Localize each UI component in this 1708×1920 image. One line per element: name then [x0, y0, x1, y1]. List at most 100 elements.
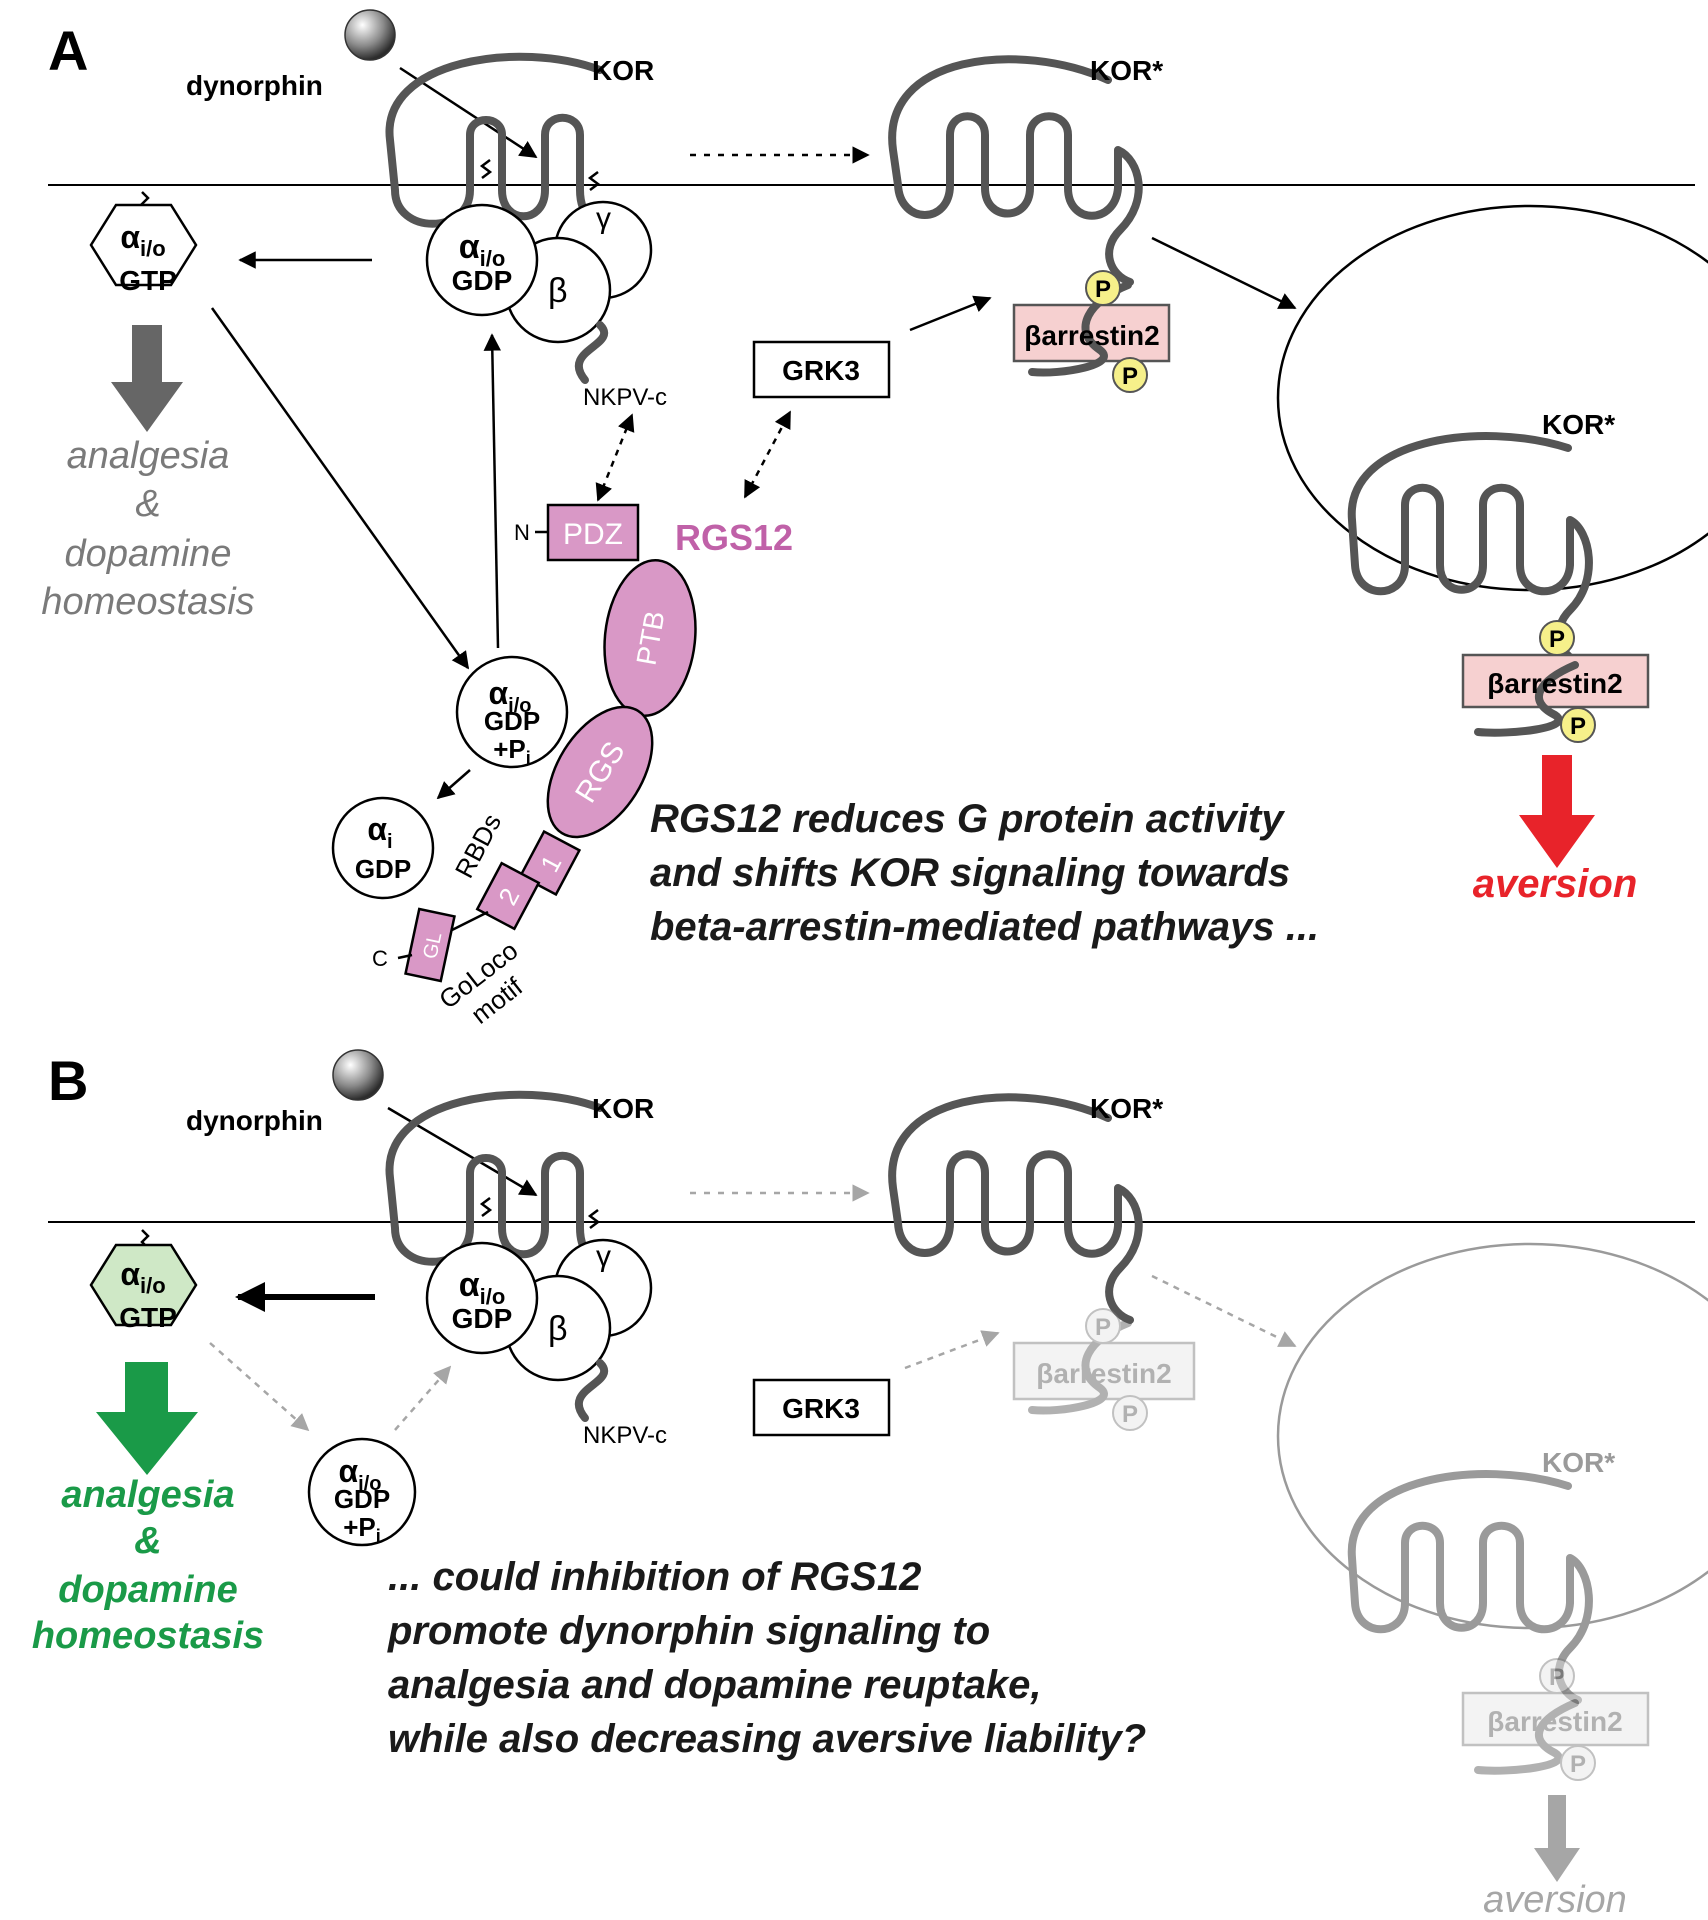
outcome-b-line2: & — [134, 1520, 161, 1562]
galpha-i-gdp-a — [331, 796, 435, 900]
beta-label-a: β — [548, 272, 568, 310]
barrestin-tail-endosome-b — [1474, 1699, 1579, 1775]
barrestin-label-endosome-a: βarrestin2 — [1487, 668, 1622, 699]
grk3-label-b: GRK3 — [782, 1393, 860, 1424]
phospho-1-b — [1085, 1308, 1121, 1344]
barrestin-complex-b: βarrestin2 P P — [1012, 1308, 1196, 1431]
rgs12-n-label: N — [514, 520, 530, 545]
panel-b: B dynorphin KOR γ β αi/o GDP NKPV-c αi/o… — [32, 1049, 1708, 1920]
rgs12-c-tether — [397, 953, 413, 960]
galpha-gtp-hexagon-b — [89, 1243, 198, 1327]
pi-release-arrow-a — [436, 769, 471, 800]
gdp-pi-alpha-a: αi/o — [488, 675, 531, 717]
phospho-3-label-a: P — [1549, 626, 1565, 653]
statement-a-line3: beta-arrestin-mediated pathways ... — [650, 905, 1319, 949]
gtp-hydrolysis-arrow-b — [209, 1342, 310, 1432]
phospho-2-b — [1112, 1395, 1148, 1431]
barrestin-box-endosome-b — [1461, 1691, 1650, 1747]
statement-a-line2: and shifts KOR signaling towards — [650, 851, 1290, 895]
phospho-2-label-b: P — [1122, 1401, 1138, 1428]
g-alpha-gdp-line2-a: GDP — [452, 265, 513, 296]
gamma-label-a: γ — [596, 202, 611, 235]
dynorphin-label-b: dynorphin — [186, 1105, 323, 1136]
question-b-line4: while also decreasing aversive liability… — [388, 1717, 1146, 1761]
barrestin-label-a: βarrestin2 — [1024, 320, 1159, 351]
barrestin-label-endosome-b: βarrestin2 — [1487, 1706, 1622, 1737]
barrestin-tail-b — [1028, 1319, 1132, 1415]
rgs12-gl-label: GL — [419, 930, 446, 961]
g-alpha-gdp-line2-b: GDP — [452, 1303, 513, 1334]
nkpv-tail-b — [574, 1359, 609, 1422]
galpha-gtp-line2-b: GTP — [119, 1302, 177, 1333]
phospho-4-label-a: P — [1570, 713, 1586, 740]
panel-a-letter: A — [48, 19, 88, 82]
outcome-arrow-b — [96, 1362, 198, 1475]
reassociation-arrow-a — [483, 333, 502, 649]
rgs12-pdz-label: PDZ — [563, 518, 623, 551]
aversion-label-a: aversion — [1473, 862, 1638, 906]
endosome-kor-receptor-a — [1347, 432, 1593, 666]
question-b-line3: analgesia and dopamine reuptake, — [388, 1663, 1042, 1707]
kor-active-label-b: KOR* — [1090, 1093, 1163, 1124]
dynorphin-ball-b — [332, 1049, 384, 1101]
outcome-b-line1: analgesia — [61, 1474, 234, 1516]
outcome-a-line4: homeostasis — [41, 581, 254, 623]
rgs12-goloco-domain — [404, 907, 456, 983]
kor-active-receptor-b — [888, 1093, 1143, 1324]
gdp-pi-line2-a: GDP — [484, 706, 540, 736]
g-alpha-gdp-label-a: αi/o — [459, 228, 506, 271]
grk3-box-a — [752, 340, 891, 399]
grk3-label-a: GRK3 — [782, 355, 860, 386]
galpha-gdp-pi-a — [455, 655, 569, 769]
rgs12-rgs-domain — [546, 705, 654, 839]
grk3-to-barrestin-arrow-a — [909, 295, 992, 332]
barrestin-tail-endosome-a — [1474, 661, 1579, 737]
endosome-a — [1276, 204, 1708, 592]
endosome-group-b: KOR* βarrestin2 P P — [1276, 1242, 1708, 1781]
phospho-1-a — [1085, 270, 1121, 306]
barrestin-label-b: βarrestin2 — [1036, 1358, 1171, 1389]
question-b: ... could inhibition of RGS12 promote dy… — [387, 1555, 1146, 1761]
gdp-pi-line3-a: +Pi — [493, 734, 531, 768]
reassociation-arrow-b — [394, 1365, 452, 1431]
question-b-line2: promote dynorphin signaling to — [387, 1609, 990, 1653]
aversion-arrow-b — [1534, 1795, 1580, 1882]
rgs12-rbd2 — [475, 861, 541, 931]
kor-active-label-a: KOR* — [1090, 55, 1163, 86]
internalization-arrow-a — [1151, 236, 1297, 310]
outcome-b-line3: dopamine — [58, 1569, 237, 1611]
endosome-kor-label-a: KOR* — [1542, 409, 1615, 440]
beta-label-b: β — [548, 1310, 568, 1348]
lipid-anchor-alpha-b — [479, 1197, 493, 1217]
kor-active-receptor-a — [888, 55, 1143, 286]
gdp-pi-line2-b: GDP — [334, 1484, 390, 1514]
phospho-3-a — [1539, 620, 1575, 656]
g-alpha-gdp-label-b: αi/o — [459, 1266, 506, 1309]
dynorphin-arrow-b — [387, 1106, 538, 1197]
outcome-text-a: analgesia & dopamine homeostasis — [41, 435, 254, 623]
g-alpha-gdp-a — [425, 203, 539, 317]
outcome-a-line1: analgesia — [67, 435, 230, 477]
barrestin-complex-endosome-b: βarrestin2 P P — [1461, 1658, 1650, 1781]
lipid-anchor-gamma-a — [587, 171, 601, 191]
phospho-4-label-b: P — [1570, 1751, 1586, 1778]
gdp-pi-line3-b: +Pi — [343, 1512, 381, 1546]
phospho-2-a — [1112, 357, 1148, 393]
endosome-kor-label-b: KOR* — [1542, 1447, 1615, 1478]
phospho-3-b — [1539, 1658, 1575, 1694]
rgs12-pdz-domain — [546, 503, 640, 562]
galpha-gdp-pi-b — [307, 1437, 417, 1547]
nkpv-label-b: NKPV-c — [583, 1422, 667, 1449]
phospho-4-b — [1560, 1745, 1596, 1781]
aversion-arrow-a — [1519, 755, 1595, 868]
kor-receptor-b — [385, 1090, 629, 1274]
panel-b-letter: B — [48, 1049, 88, 1112]
statement-a-line1: RGS12 reduces G protein activity — [650, 797, 1285, 841]
galpha-gtp-label-a: αi/o — [120, 219, 165, 261]
endosome-kor-receptor-b — [1347, 1470, 1593, 1704]
outcome-arrow-a — [111, 325, 183, 432]
phospho-2-label-a: P — [1122, 363, 1138, 390]
endosome-b — [1276, 1242, 1708, 1630]
outcome-b-line4: homeostasis — [32, 1615, 264, 1657]
dynorphin-ball-a — [344, 9, 396, 61]
